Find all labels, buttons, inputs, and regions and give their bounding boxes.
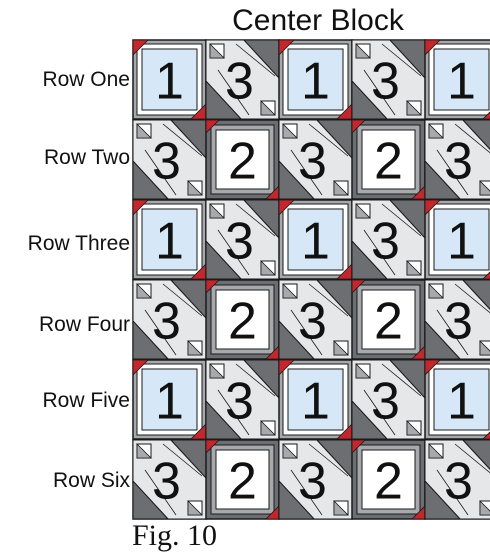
block-number: 1: [447, 53, 476, 111]
quilt-block-3: 3: [279, 440, 352, 519]
quilt-block-1: 1: [279, 360, 352, 439]
quilt-block-1: 1: [425, 40, 490, 119]
block-number: 3: [298, 453, 327, 511]
quilt-block-1: 1: [425, 360, 490, 439]
quilt-block-3: 3: [206, 40, 279, 119]
block-number: 1: [301, 213, 330, 271]
block-number: 1: [155, 373, 184, 431]
quilt-block-1: 1: [425, 200, 490, 279]
block-number: 3: [152, 293, 181, 351]
block-number: 2: [374, 133, 403, 191]
quilt-block-2: 2: [352, 280, 425, 359]
quilt-block-1: 1: [133, 200, 206, 279]
block-number: 3: [225, 53, 254, 111]
quilt-block-3: 3: [133, 440, 206, 519]
quilt-block-1: 1: [133, 360, 206, 439]
block-number: 3: [371, 373, 400, 431]
block-number: 2: [374, 293, 403, 351]
quilt-block-1: 1: [279, 40, 352, 119]
quilt-block-3: 3: [206, 200, 279, 279]
block-number: 1: [447, 373, 476, 431]
block-number: 2: [228, 293, 257, 351]
quilt-block-2: 2: [352, 440, 425, 519]
quilt-block-1: 1: [133, 40, 206, 119]
block-number: 3: [152, 133, 181, 191]
block-number: 3: [225, 213, 254, 271]
block-number: 1: [155, 213, 184, 271]
block-number: 2: [228, 133, 257, 191]
block-number: 3: [298, 293, 327, 351]
quilt-block-3: 3: [352, 40, 425, 119]
block-number: 3: [371, 53, 400, 111]
block-number: 3: [152, 453, 181, 511]
quilt-block-3: 3: [352, 360, 425, 439]
quilt-block-2: 2: [206, 440, 279, 519]
quilt-block-3: 3: [133, 120, 206, 199]
block-number: 2: [228, 453, 257, 511]
block-number: 1: [447, 213, 476, 271]
quilt-block-2: 2: [206, 120, 279, 199]
quilt-block-2: 2: [352, 120, 425, 199]
block-number: 1: [301, 373, 330, 431]
quilt-block-3: 3: [425, 120, 490, 199]
quilt-block-3: 3: [425, 280, 490, 359]
block-number: 3: [444, 453, 473, 511]
block-number: 3: [444, 133, 473, 191]
quilt-block-3: 3: [425, 440, 490, 519]
quilt-block-1: 1: [279, 200, 352, 279]
block-number: 3: [444, 293, 473, 351]
quilt-block-3: 3: [133, 280, 206, 359]
block-number: 3: [371, 213, 400, 271]
block-number: 1: [301, 53, 330, 111]
quilt-block-3: 3: [352, 200, 425, 279]
block-number: 1: [155, 53, 184, 111]
quilt-block-2: 2: [206, 280, 279, 359]
block-number: 2: [374, 453, 403, 511]
figure-caption: Fig. 10: [132, 519, 217, 553]
quilt-block-3: 3: [279, 280, 352, 359]
quilt-block-3: 3: [206, 360, 279, 439]
block-number: 3: [225, 373, 254, 431]
block-number: 3: [298, 133, 327, 191]
quilt-block-3: 3: [279, 120, 352, 199]
